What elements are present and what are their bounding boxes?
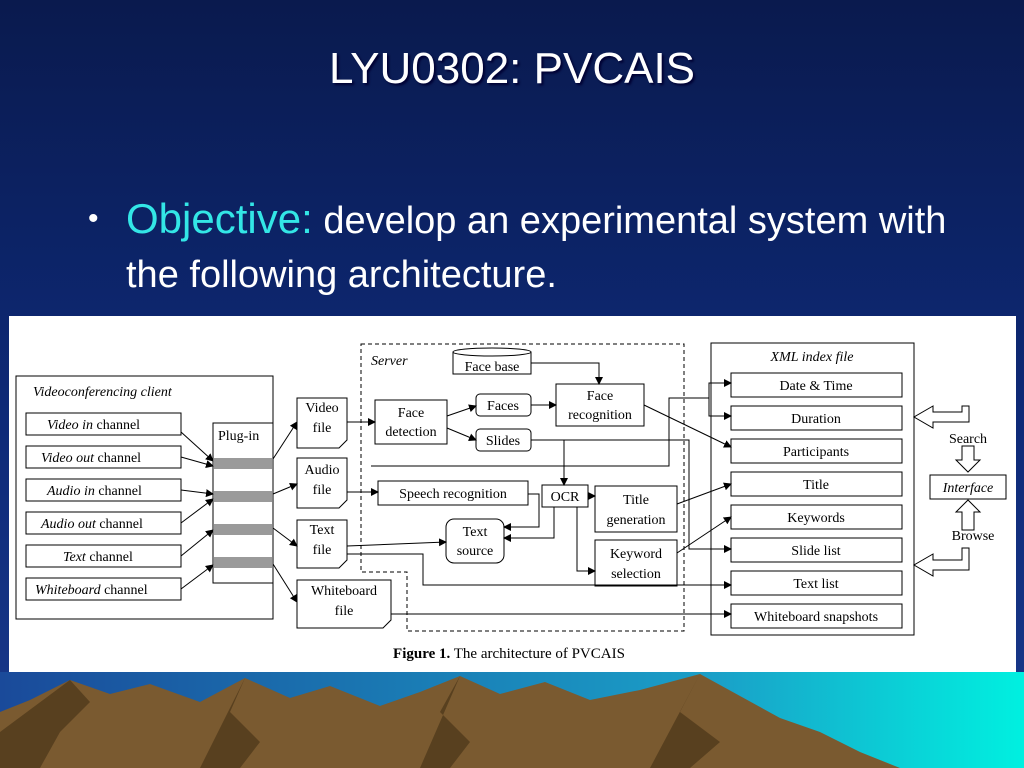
figure-caption: Figure 1. The architecture of PVCAIS [393,646,625,662]
xml-item-title [730,471,903,497]
title-generation-line2: generation [606,513,665,528]
server-label: Server [371,354,408,369]
channel-label-video-out: Video out channel [41,451,141,466]
channel-label-video-in: Video in channel [47,418,140,433]
slides-label: Slides [486,434,520,449]
xml-label-duration: Duration [791,412,841,427]
title-generation-line1: Title [623,493,649,508]
xml-item-duration [730,405,903,431]
browse-label: Browse [952,529,995,544]
xml-label-date-time: Date & Time [779,379,852,394]
server-box [360,343,685,632]
xml-label-text-list: Text list [793,577,838,592]
face-detection-line2: detection [385,425,436,440]
whiteboard-file-line2: file [335,604,354,619]
video-file-line2: file [313,421,332,436]
channel-video-in [25,412,182,436]
face-detection-line1: Face [398,406,424,421]
objective-bullet: • Objective: develop an experimental sys… [88,192,948,302]
speech-recognition-box [377,480,529,506]
xml-item-whiteboard-snapshots [730,603,903,629]
mountain-shadows [0,674,720,768]
objective-keyword: Objective: [126,195,313,242]
bullet-dot: • [88,202,99,235]
xml-item-participants [730,438,903,464]
audio-file-line1: Audio [305,463,340,478]
xml-title: XML index file [770,350,854,365]
xml-item-text-list [730,570,903,596]
interface-label: Interface [942,481,994,496]
search-block-arrow [913,405,970,429]
face-recognition-line2: recognition [568,408,632,423]
title-generation-box [594,485,678,533]
xml-label-slide-list: Slide list [791,544,841,559]
architecture-diagram: Videoconferencing client Video in channe… [15,342,1007,662]
browse-up-arrow [954,499,982,531]
plugin-label: Plug-in [218,429,259,444]
xml-label-whiteboard-snapshots: Whiteboard snapshots [754,610,878,625]
ocr-label: OCR [551,490,580,505]
audio-file-shape [296,457,348,509]
video-file-line1: Video [305,401,338,416]
slide-title: LYU0302: PVCAIS [328,44,696,93]
text-source-line2: source [457,544,494,559]
search-down-arrow [954,445,982,473]
xml-label-participants: Participants [783,445,849,460]
browse-block-arrow [913,547,970,577]
plugin-bars [214,458,272,568]
client-title: Videoconferencing client [33,385,173,400]
keyword-selection-line2: selection [611,567,661,582]
audio-file-line2: file [313,483,332,498]
face-base-label: Face base [465,360,520,375]
whiteboard-file-shape [296,579,392,629]
diagram-connectors [180,362,732,618]
mountain-landscape [0,672,1024,768]
keyword-selection-box [594,539,678,587]
face-recognition-line1: Face [587,389,613,404]
channel-label-audio-in: Audio in channel [46,484,142,499]
face-base-top [452,347,532,357]
channel-label-text: Text channel [63,550,133,565]
text-file-shape [296,519,348,569]
objective-text: develop an experimental system with the … [126,200,947,296]
keyword-selection-line1: Keyword [610,547,662,562]
channel-label-whiteboard: Whiteboard channel [35,583,148,598]
speech-recognition-label: Speech recognition [399,487,507,502]
face-recognition-box [555,383,645,427]
search-label: Search [949,432,987,447]
video-file-shape [296,397,348,449]
interface-box [929,474,1007,500]
architecture-figure: Videoconferencing client Video in channe… [9,316,1016,674]
faces-label: Faces [487,399,519,414]
xml-label-keywords: Keywords [787,511,845,526]
channel-label-audio-out: Audio out channel [40,517,143,532]
xml-label-title: Title [803,478,829,493]
whiteboard-file-line1: Whiteboard [311,584,377,599]
text-file-line1: Text [310,523,335,538]
text-file-line2: file [313,543,332,558]
text-source-line1: Text [463,525,488,540]
xml-item-date-time [730,372,903,398]
xml-item-slide-list [730,537,903,563]
bullet-text-block: Objective: develop an experimental syste… [126,192,948,302]
